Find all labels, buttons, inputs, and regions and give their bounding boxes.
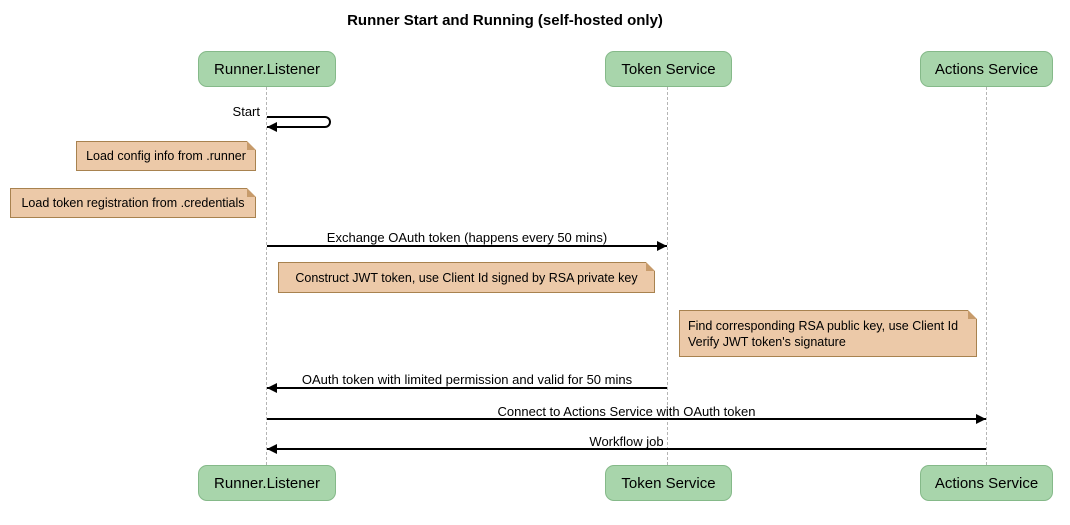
- lifeline-token-service: [667, 87, 668, 465]
- arrow-head-icon: [976, 414, 986, 424]
- message-start-loop-line: [267, 116, 331, 128]
- actor-label: Token Service: [621, 60, 716, 78]
- actor-label: Runner.Listener: [214, 60, 320, 78]
- note-verify-jwt: Find corresponding RSA public key, use C…: [679, 310, 977, 357]
- actor-actions-service-top: Actions Service: [920, 51, 1053, 87]
- arrow-head-icon: [267, 122, 277, 132]
- actor-runner-listener-top: Runner.Listener: [198, 51, 336, 87]
- message-connect-label: Connect to Actions Service with OAuth to…: [497, 404, 756, 419]
- actor-actions-service-bottom: Actions Service: [920, 465, 1053, 501]
- actor-label: Actions Service: [934, 60, 1039, 78]
- actor-label: Actions Service: [934, 474, 1039, 492]
- message-connect-line: [267, 418, 986, 420]
- message-oauth-return-label: OAuth token with limited permission and …: [301, 372, 633, 387]
- arrow-head-icon: [267, 383, 277, 393]
- message-oauth-return-line: [267, 387, 667, 389]
- message-workflow-label: Workflow job: [589, 434, 664, 449]
- arrow-head-icon: [267, 444, 277, 454]
- actor-label: Token Service: [621, 474, 716, 492]
- message-start-label: Start: [232, 104, 260, 119]
- actor-runner-listener-bottom: Runner.Listener: [198, 465, 336, 501]
- actor-label: Runner.Listener: [214, 474, 320, 492]
- message-exchange-line: [267, 245, 667, 247]
- actor-token-service-top: Token Service: [605, 51, 732, 87]
- actor-token-service-bottom: Token Service: [605, 465, 732, 501]
- note-load-credentials: Load token registration from .credential…: [10, 188, 256, 218]
- message-exchange-label: Exchange OAuth token (happens every 50 m…: [326, 230, 608, 245]
- arrow-head-icon: [657, 241, 667, 251]
- note-load-config: Load config info from .runner: [76, 141, 256, 171]
- diagram-title: Runner Start and Running (self-hosted on…: [347, 12, 663, 29]
- note-construct-jwt: Construct JWT token, use Client Id signe…: [278, 262, 655, 293]
- lifeline-actions-service: [986, 87, 987, 465]
- lifeline-runner-listener: [266, 87, 267, 465]
- message-workflow-line: [267, 448, 986, 450]
